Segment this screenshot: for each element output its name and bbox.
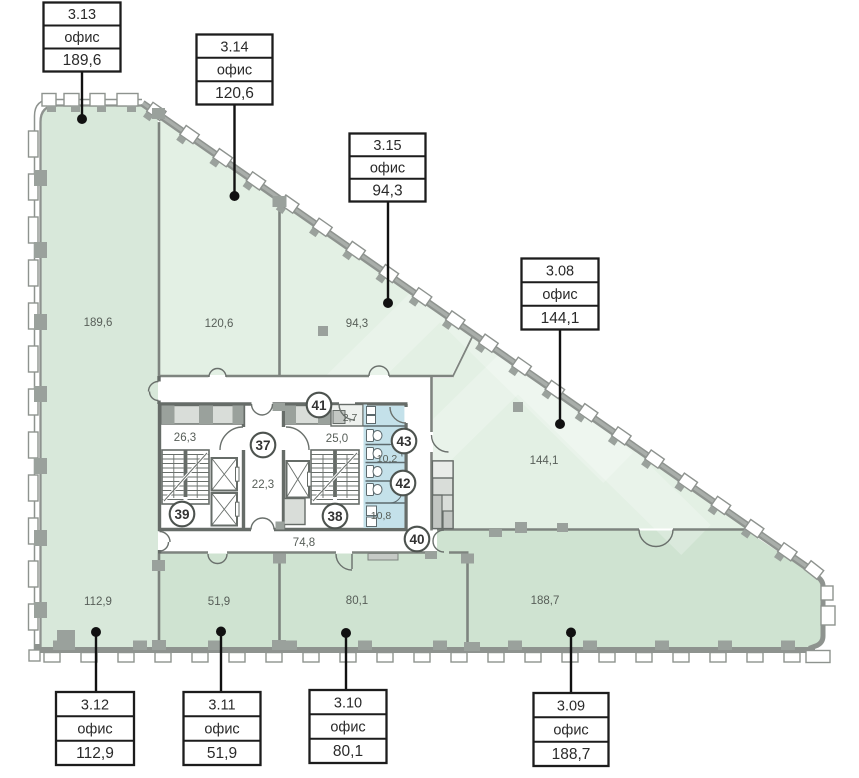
svg-text:3.15: 3.15: [373, 138, 401, 154]
svg-text:94,3: 94,3: [346, 318, 368, 330]
svg-text:26,3: 26,3: [174, 432, 196, 444]
svg-text:3.14: 3.14: [220, 39, 248, 55]
svg-text:3.13: 3.13: [68, 7, 96, 23]
svg-text:188,7: 188,7: [552, 746, 591, 763]
svg-text:144,1: 144,1: [530, 455, 559, 467]
svg-text:120,6: 120,6: [205, 318, 234, 330]
svg-text:112,9: 112,9: [76, 745, 114, 762]
svg-text:42: 42: [395, 476, 410, 491]
svg-text:офис: офис: [77, 722, 112, 738]
svg-text:74,8: 74,8: [293, 537, 315, 549]
svg-text:25,0: 25,0: [326, 433, 348, 445]
svg-text:39: 39: [174, 507, 189, 522]
svg-text:37: 37: [255, 438, 270, 453]
svg-text:офис: офис: [542, 287, 577, 303]
svg-text:3.08: 3.08: [546, 264, 574, 280]
svg-text:188,7: 188,7: [531, 595, 560, 607]
svg-text:51,9: 51,9: [207, 745, 237, 762]
svg-text:офис: офис: [553, 723, 588, 739]
svg-text:офис: офис: [204, 722, 239, 738]
svg-text:40: 40: [409, 532, 424, 547]
svg-text:офис: офис: [217, 63, 252, 79]
svg-text:43: 43: [396, 434, 412, 449]
svg-text:38: 38: [327, 509, 343, 524]
svg-text:112,9: 112,9: [84, 596, 112, 608]
svg-text:2,7: 2,7: [343, 412, 358, 424]
svg-text:10,2: 10,2: [377, 453, 398, 465]
svg-text:94,3: 94,3: [372, 182, 402, 199]
svg-text:3.12: 3.12: [81, 697, 109, 713]
svg-text:144,1: 144,1: [541, 310, 580, 327]
svg-text:10,8: 10,8: [371, 510, 392, 522]
svg-text:офис: офис: [370, 161, 405, 177]
svg-text:офис: офис: [330, 720, 365, 736]
svg-text:120,6: 120,6: [215, 85, 254, 102]
svg-text:80,1: 80,1: [333, 743, 363, 760]
svg-text:41: 41: [311, 398, 327, 413]
svg-text:22,3: 22,3: [252, 479, 274, 491]
svg-text:3.09: 3.09: [557, 698, 585, 714]
svg-text:51,9: 51,9: [208, 596, 230, 608]
svg-text:189,6: 189,6: [63, 52, 102, 69]
svg-text:3.10: 3.10: [334, 695, 362, 711]
svg-text:189,6: 189,6: [84, 317, 113, 329]
svg-text:3.11: 3.11: [208, 697, 235, 713]
svg-text:80,1: 80,1: [346, 595, 368, 607]
svg-text:офис: офис: [64, 30, 99, 46]
